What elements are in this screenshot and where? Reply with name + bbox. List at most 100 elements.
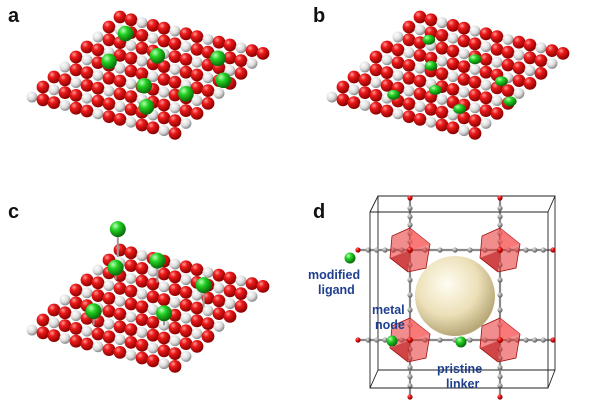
oxygen-atom [512,61,526,75]
linker-atom [540,247,546,253]
oxygen-atom [124,51,138,65]
metal-atom [469,63,481,75]
metal-atom [535,42,547,54]
metal-atom [403,47,415,59]
oxygen-atom [124,323,138,336]
oxygen-atom [490,107,504,120]
metal-atom [92,108,104,120]
oxygen-atom [135,41,149,55]
oxygen-atom [113,113,127,126]
unit-cell-edge [547,195,556,213]
linker-atom [497,292,503,298]
label-modified-ligand: modified ligand [308,268,360,297]
oxygen-atom [201,330,215,343]
metal-atom [213,87,225,99]
metal-atom [436,55,448,67]
metal-atom [92,264,104,276]
dopant-atom [210,50,226,67]
node-oxygen [497,337,503,343]
oxygen-atom [402,59,416,72]
metal-atom [125,311,137,323]
dopant-atom [149,48,166,64]
metal-atom [114,295,126,307]
oxygen-atom [47,96,61,109]
oxygen-atom [58,86,72,99]
oxygen-atom [91,276,105,290]
oxygen-atom [80,337,94,351]
metal-atom [114,62,126,74]
oxygen-atom [179,27,193,41]
metal-atom [136,17,148,29]
panel-letter-c: c [8,201,19,223]
linker-atom [407,307,413,313]
oxygen-atom [358,86,372,99]
oxygen-atom [402,97,416,111]
oxygen-atom [402,110,416,123]
metal-atom [224,65,236,77]
metal-atom [458,125,470,137]
metal-atom [202,266,214,278]
oxygen-atom [157,267,171,281]
polyhedron-face [500,228,520,250]
metal-atom [392,69,404,81]
metal-atom [114,334,126,346]
oxygen-atom [380,40,394,54]
carboxylate-oxygen [550,247,556,253]
oxygen-atom [179,286,193,299]
oxygen-atom [124,103,138,116]
adsorbed-atom [85,303,102,320]
metal-atom [147,32,159,44]
oxygen-atom [435,41,449,55]
dopant-atom [178,86,194,102]
oxygen-atom [446,19,460,32]
oxygen-atom [168,114,182,127]
oxygen-atom [135,274,149,288]
oxygen-atom [157,60,171,73]
oxygen-atom [146,121,160,135]
metal-atom [59,99,71,111]
carboxylate-oxygen [407,394,413,400]
polyhedron-face [480,250,500,272]
carboxylate-oxygen [497,195,503,201]
oxygen-atom [212,307,226,320]
dopant-atom [424,60,438,71]
metal-atom [169,63,181,75]
oxygen-atom [135,338,149,352]
oxygen-atom [201,291,215,305]
oxygen-atom [223,271,237,285]
panel-c-surface-adsorption [26,221,270,373]
oxygen-atom [424,103,438,116]
oxygen-atom [468,114,482,127]
oxygen-atom [146,328,160,342]
metal-atom [92,69,104,81]
polyhedron-face [390,340,410,362]
oxygen-atom [234,300,248,313]
linker-atom [497,374,503,380]
oxygen-atom [135,313,149,326]
linker-atom [407,383,413,389]
linker-atom [382,247,388,253]
oxygen-atom [146,277,160,291]
metal-atom [125,39,137,51]
metal-atom [191,56,203,68]
oxygen-atom [435,105,449,119]
oxygen-atom [501,45,515,59]
oxygen-atom [47,329,61,342]
oxygen-atom [413,87,427,101]
oxygen-atom [69,296,83,310]
metal-atom [125,272,137,284]
adsorbed-atoms [85,221,212,326]
label-metal-node-line2: node [375,318,405,332]
oxygen-atom [124,246,138,260]
carboxylate-oxygen [407,195,413,201]
oxygen-atom [402,71,416,85]
dopant-atom [138,99,155,115]
oxygen-atom [534,67,548,80]
metal-atom [136,288,148,300]
metal-atom [458,48,470,60]
oxygen-atom [80,66,94,79]
polyhedron-face [390,250,410,272]
node-oxygen [407,247,413,253]
oxygen-atom [36,80,50,94]
linker-atom [407,277,413,283]
